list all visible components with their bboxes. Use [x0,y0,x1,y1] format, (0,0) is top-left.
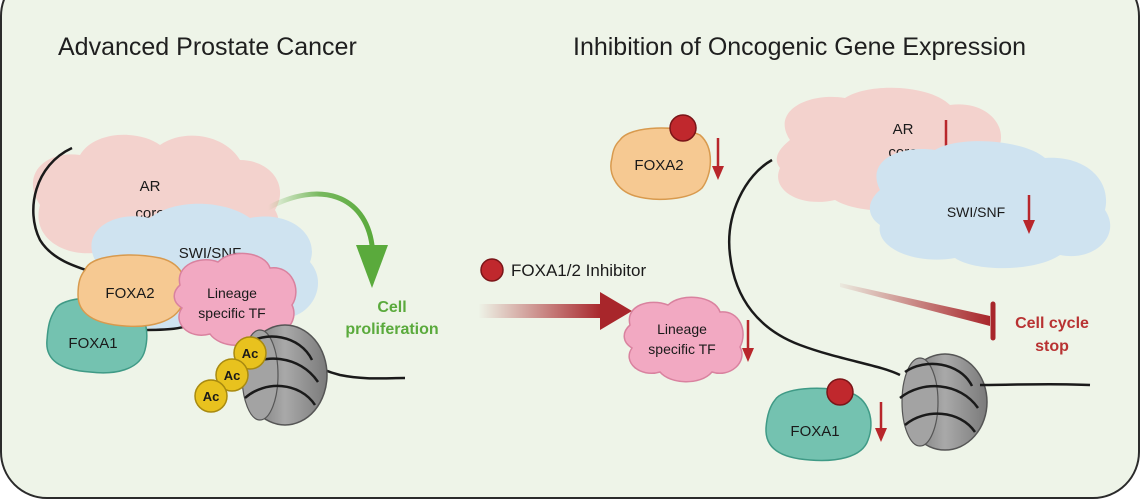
left-foxa2-label: FOXA2 [105,285,154,302]
right-foxa1-down-arrow [875,402,887,442]
acetyl-mark-1 [233,336,267,370]
right-dna-strand-exit [979,382,1091,387]
inhibition-bar [840,283,996,341]
right-nucleosome [899,353,988,451]
right-foxa1-inhibitor-dot [826,378,854,406]
left-ar-label-1: AR [140,178,161,195]
right-swi-snf-down-arrow [1023,195,1035,234]
left-nucleosome [239,324,328,426]
acetyl-mark-3 [194,379,228,413]
proliferation-label-2: proliferation [345,321,438,338]
acetyl-mark-2-label: Ac [224,368,241,383]
right-swi-snf-blob [869,141,1111,269]
right-swi-snf-label: SWI/SNF [947,204,1005,220]
left-foxa1-label: FOXA1 [68,335,117,352]
proliferation-label-1: Cell [377,299,406,316]
right-lineage-tf-label-2: specific TF [648,341,715,357]
right-foxa2-inhibitor-dot [669,114,697,142]
acetyl-mark-1-label: Ac [242,346,259,361]
inhibitor-legend-label: FOXA1/2 Inhibitor [511,261,646,280]
right-lineage-tf-label-1: Lineage [657,321,707,337]
treatment-arrow [478,292,632,330]
right-dna-strand-main [727,158,901,377]
right-lineage-tf-blob [623,296,744,383]
right-foxa2-label: FOXA2 [634,157,683,174]
right-foxa2-down-arrow [712,138,724,180]
right-foxa1-label: FOXA1 [790,423,839,440]
left-lineage-tf-label-2: specific TF [198,305,265,321]
left-lineage-tf-label-1: Lineage [207,285,257,301]
right-ar-label-1: AR [893,121,914,138]
left-panel-title: Advanced Prostate Cancer [58,33,357,61]
acetyl-mark-2 [215,358,249,392]
left-foxa2-blob [77,254,187,328]
cell-cycle-stop-label-1: Cell cycle [1015,315,1089,332]
acetyl-mark-3-label: Ac [203,389,220,404]
cell-cycle-stop-label-2: stop [1035,338,1069,355]
right-panel-title: Inhibition of Oncogenic Gene Expression [573,33,1026,61]
inhibitor-legend-dot [480,258,504,282]
right-lineage-tf-down-arrow [742,320,754,362]
proliferation-arrow [265,191,388,288]
